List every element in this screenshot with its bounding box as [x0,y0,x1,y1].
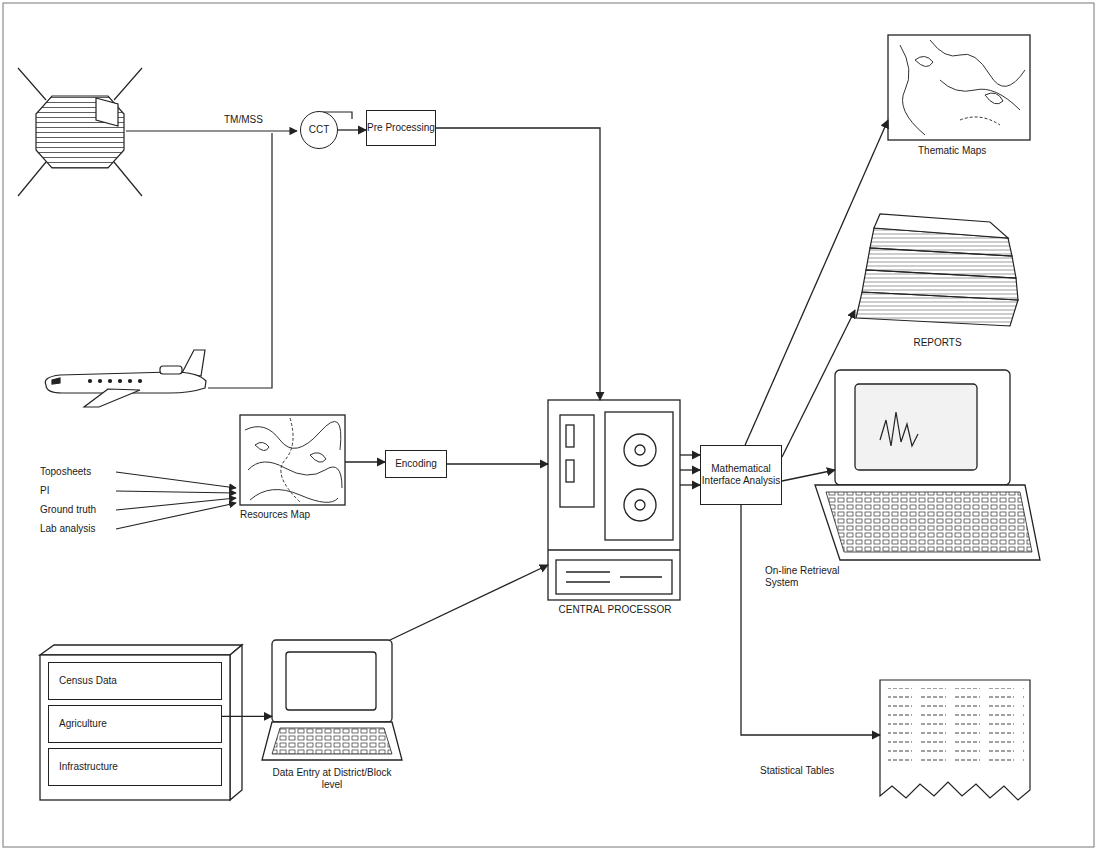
statistical-table-sheet [880,680,1030,800]
node-label: Data Entry at District/Block level [267,767,397,791]
flow-arrow [680,454,700,455]
terminal-figure: On-line Retrieval System [760,365,1030,605]
node-label: Census Data [59,675,117,687]
input-label: PI [38,485,51,497]
thematic-map [888,35,1030,140]
process-box: Encoding [385,450,447,478]
process-box: Mathematical Interface Analysis [700,445,782,505]
report-stack [856,214,1018,326]
map-figure: Thematic Maps [888,35,1030,160]
text-holder: Resources Map [240,509,345,521]
flow-arrow [222,716,272,717]
frame [3,3,1094,847]
flow-arrow [338,129,366,130]
node-label: CENTRAL PROCESSOR [548,604,682,616]
node-label: Resources Map [240,509,345,521]
map-figure: Resources Map [240,415,345,525]
text-holder: Census Data [59,675,117,687]
node-label: Pre Processing [367,122,435,134]
flow-arrow [782,470,835,481]
text-holder: On-line Retrieval System [765,565,840,589]
flow-arrow [680,484,700,485]
node-label: REPORTS [850,337,1025,349]
cabinet-drawer: Agriculture [48,705,222,743]
table-figure: Statistical Tables [760,670,1035,810]
node-label: Thematic Maps [918,145,1028,157]
text-holder: Statistical Tables [760,765,875,777]
process-box: Pre Processing [366,110,436,146]
data-line [126,112,352,388]
input-label: Lab analysis [38,523,98,535]
retrieval-terminal [815,370,1040,560]
terminal-figure: Data Entry at District/Block level [272,640,392,800]
aircraft [45,350,206,407]
node-label: Statistical Tables [760,765,875,777]
tape-symbol: CCT [300,111,338,149]
flow-arrow [390,565,548,640]
flow-arrow [345,461,385,462]
text-holder: Encoding [395,458,437,470]
text-holder: Pre Processing [367,122,435,134]
node-label: Encoding [395,458,437,470]
resources-map [240,415,345,505]
text-holder: CENTRAL PROCESSOR [548,604,682,616]
text-holder: Thematic Maps [918,145,1028,157]
input-label: Toposheets [38,466,93,478]
text-holder: Mathematical Interface Analysis [701,463,781,487]
satellite [18,68,142,196]
node-label: Agriculture [59,718,107,730]
processor-figure: CENTRAL PROCESSOR [548,400,682,620]
report-figure: REPORTS [850,212,1025,357]
input-label: Ground truth [38,504,98,516]
leader-arrow [116,472,236,529]
node-label: Mathematical Interface Analysis [701,463,781,487]
cabinet-drawer: Census Data [48,662,222,700]
data-cabinet [40,645,242,800]
node-label: CCT [309,124,330,136]
node-label: On-line Retrieval System [765,565,840,589]
cabinet-drawer: Infrastructure [48,748,222,786]
flow-arrow [782,310,855,457]
signal-label: TM/MSS [222,114,265,126]
flow-arrow [745,120,888,445]
flow-arrow [680,469,700,470]
text-holder: CCT [309,124,330,136]
text-holder: Data Entry at District/Block level [267,767,397,791]
flow-arrow [741,505,880,735]
node-label: Infrastructure [59,761,118,773]
text-holder: Agriculture [59,718,107,730]
flow-arrow [436,128,600,400]
terminal [262,640,402,760]
central-processor [548,400,680,600]
flow-arrow [447,463,548,464]
text-holder: Infrastructure [59,761,118,773]
text-holder: REPORTS [850,337,1025,349]
